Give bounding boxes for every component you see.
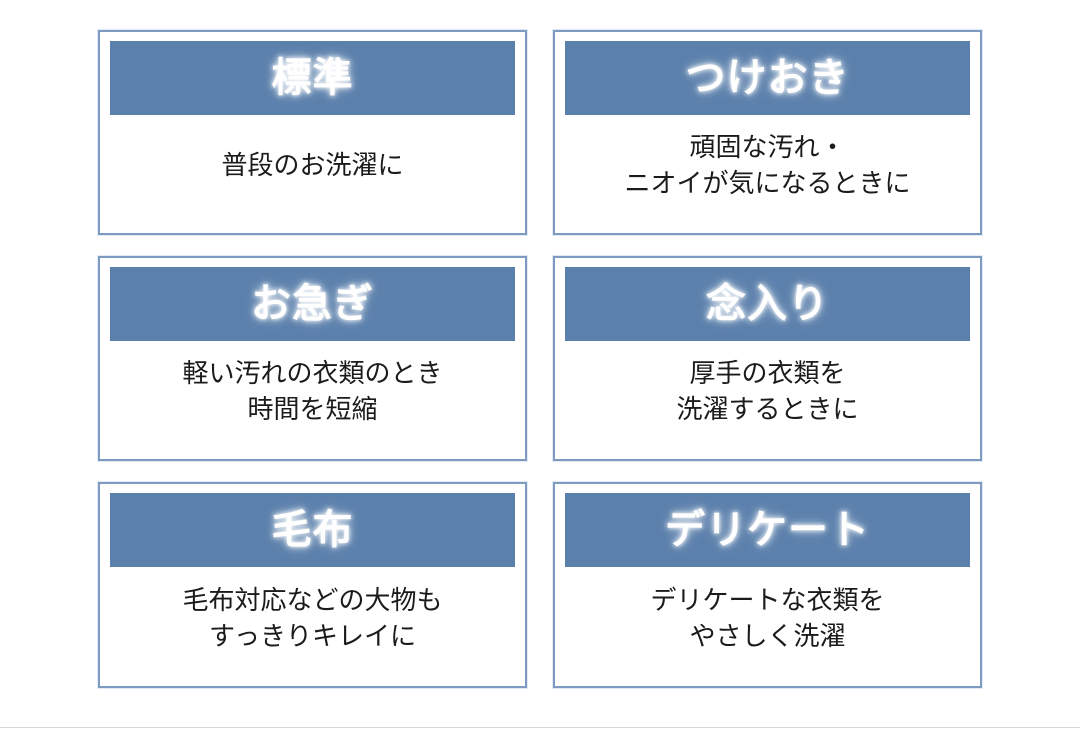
card-description-line: 時間を短縮 <box>247 395 378 425</box>
card-header-bar: お急ぎ <box>110 267 515 341</box>
card-description-line: 頑固な汚れ・ <box>689 133 846 164</box>
wash-mode-card[interactable]: 念入り 厚手の衣類を 洗濯するときに <box>553 256 982 461</box>
card-description-line: すっきりキレイに <box>209 621 416 652</box>
card-header-bar: 標準 <box>110 41 515 115</box>
wash-mode-card[interactable]: お急ぎ 軽い汚れの衣類のとき 時間を短縮 <box>98 256 527 461</box>
card-description-line: 厚手の衣類を <box>689 359 846 390</box>
card-description-line: 毛布対応などの大物も <box>182 585 443 616</box>
wash-mode-card[interactable]: 毛布 毛布対応などの大物も すっきりキレイに <box>98 482 527 688</box>
card-description-line: 洗濯するときに <box>676 395 859 425</box>
card-description-line: やさしく洗濯 <box>689 621 846 652</box>
card-header-bar: 毛布 <box>110 493 515 567</box>
bottom-divider <box>0 727 1080 728</box>
card-description: 頑固な汚れ・ ニオイが気になるときに <box>565 115 970 223</box>
card-title: 標準 <box>271 55 354 101</box>
card-title: つけおき <box>685 55 850 101</box>
card-description-line: ニオイが気になるときに <box>624 169 911 199</box>
card-title: 毛布 <box>271 507 354 553</box>
wash-mode-card[interactable]: つけおき 頑固な汚れ・ ニオイが気になるときに <box>553 30 982 235</box>
card-description: 普段のお洗濯に <box>110 115 515 223</box>
card-header-bar: つけおき <box>565 41 970 115</box>
card-title: デリケート <box>665 507 870 553</box>
card-description: 軽い汚れの衣類のとき 時間を短縮 <box>110 341 515 449</box>
card-description: 厚手の衣類を 洗濯するときに <box>565 341 970 449</box>
wash-mode-card-grid: 標準 普段のお洗濯に つけおき 頑固な汚れ・ ニオイが気になるときに お急ぎ 軽… <box>98 30 982 688</box>
card-header-bar: デリケート <box>565 493 970 567</box>
wash-mode-card[interactable]: デリケート デリケートな衣類を やさしく洗濯 <box>553 482 982 688</box>
card-title: お急ぎ <box>251 281 374 327</box>
wash-mode-card[interactable]: 標準 普段のお洗濯に <box>98 30 527 235</box>
card-description: 毛布対応などの大物も すっきりキレイに <box>110 567 515 676</box>
card-header-bar: 念入り <box>565 267 970 341</box>
card-description-line: 普段のお洗濯に <box>221 151 404 182</box>
card-description-line: デリケートな衣類を <box>650 585 885 616</box>
card-description: デリケートな衣類を やさしく洗濯 <box>565 567 970 676</box>
card-description-line: 軽い汚れの衣類のとき <box>182 359 443 390</box>
card-title: 念入り <box>706 281 829 327</box>
